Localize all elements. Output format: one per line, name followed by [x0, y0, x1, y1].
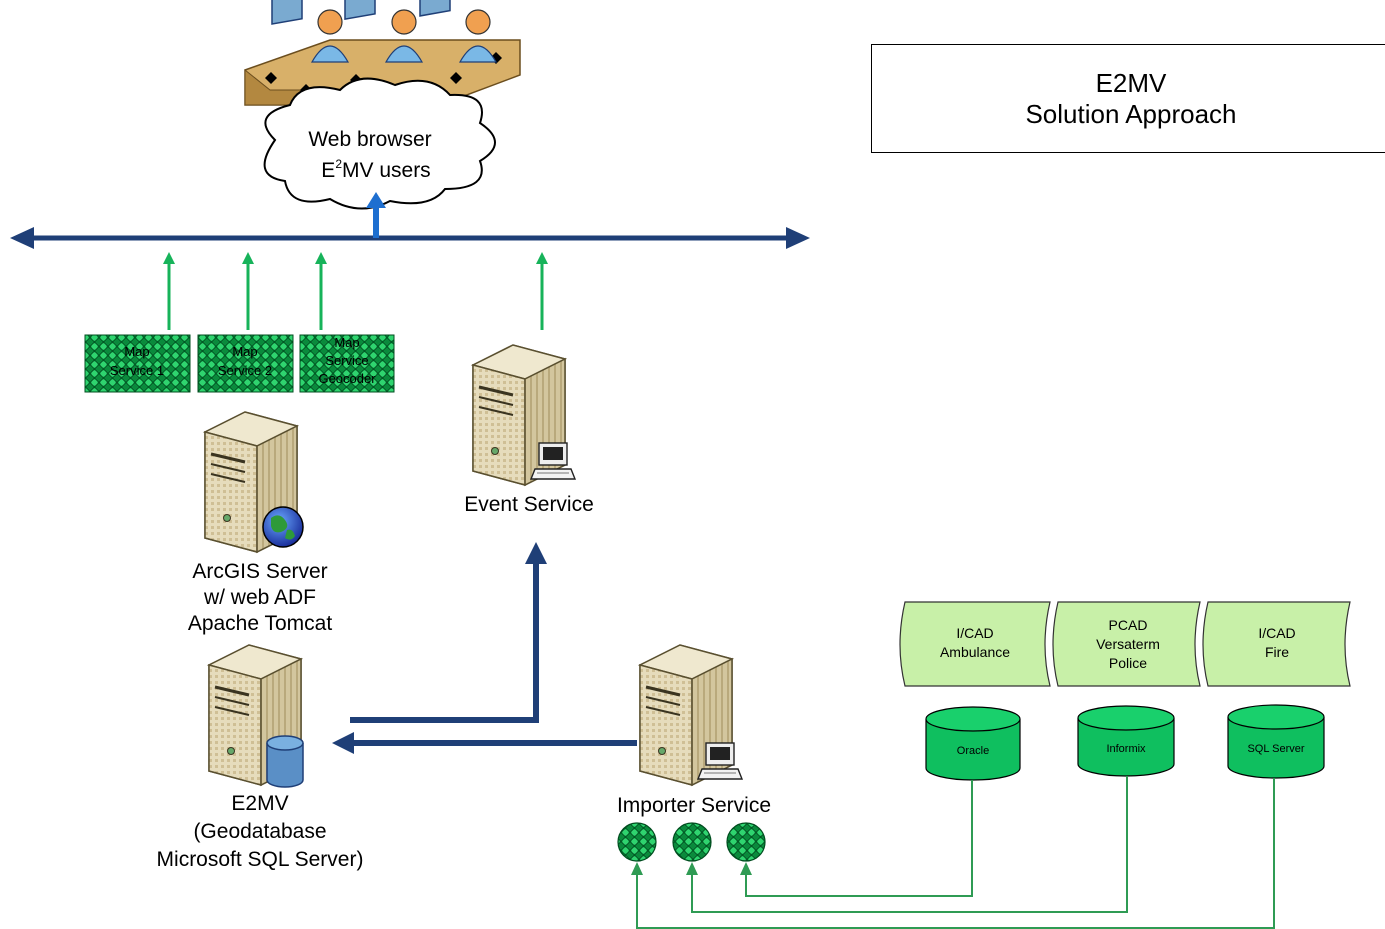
svg-text:I/CAD: I/CAD [956, 625, 993, 641]
e2mv-database-server-icon [207, 643, 304, 788]
svg-text:PCAD: PCAD [1109, 617, 1148, 633]
oracle-database-icon: Oracle [925, 706, 1021, 781]
cad-ambulance: I/CAD Ambulance [899, 601, 1051, 687]
svg-text:Police: Police [1109, 655, 1147, 671]
database-import-links [636, 776, 1275, 929]
e2mv-label-line-2: (Geodatabase [193, 820, 326, 843]
e2mv-label-line-1: E2MV [231, 792, 288, 815]
cloud-label-line-2: E2MV users [321, 157, 430, 182]
svg-text:Map: Map [232, 344, 257, 359]
web-browser-users-cloud [263, 77, 496, 210]
service-connection-arrows [163, 252, 548, 330]
arcgis-label-line-3: Apache Tomcat [188, 612, 333, 635]
map-service-2: Map Service 2 [197, 334, 294, 393]
svg-text:Ambulance: Ambulance [940, 644, 1010, 660]
title-line-2: Solution Approach [1025, 98, 1237, 129]
svg-text:Service: Service [325, 353, 368, 368]
svg-text:Map: Map [334, 335, 359, 350]
svg-text:I/CAD: I/CAD [1258, 625, 1295, 641]
svg-text:Map: Map [124, 344, 149, 359]
svg-text:Geocoder: Geocoder [318, 371, 376, 386]
svg-text:Fire: Fire [1265, 644, 1289, 660]
event-service-server-icon [471, 343, 576, 487]
arcgis-server-icon [203, 410, 304, 554]
svg-text:Oracle: Oracle [957, 745, 989, 757]
cad-police: PCAD Versaterm Police [1052, 601, 1201, 687]
title-line-1: E2MV [1095, 67, 1167, 98]
cad-fire: I/CAD Fire [1202, 601, 1351, 687]
svg-text:Versaterm: Versaterm [1096, 636, 1160, 652]
arcgis-label-line-2: w/ web ADF [203, 586, 316, 609]
sql-server-database-icon: SQL Server [1227, 704, 1325, 779]
e2mv-label-line-3: Microsoft SQL Server) [157, 848, 364, 871]
cloud-label-line-1: Web browser [308, 128, 431, 151]
map-service-1: Map Service 1 [84, 334, 191, 393]
map-service-geocoder: Map Service Geocoder [299, 334, 395, 393]
event-service-label: Event Service [464, 493, 594, 516]
importer-service-label: Importer Service [617, 794, 771, 817]
importer-input-nodes [617, 822, 766, 862]
network-bus [10, 192, 810, 249]
data-flow-arrows [332, 542, 637, 754]
importer-service-server-icon [638, 643, 743, 787]
arcgis-label-line-1: ArcGIS Server [192, 560, 327, 583]
import-link-arrowheads [631, 862, 752, 875]
informix-database-icon: Informix [1077, 705, 1175, 777]
svg-text:SQL Server: SQL Server [1247, 743, 1304, 755]
svg-text:Informix: Informix [1106, 743, 1146, 755]
title-box: E2MV Solution Approach [871, 44, 1385, 153]
svg-text:Service 2: Service 2 [218, 363, 272, 378]
svg-text:Service 1: Service 1 [110, 363, 164, 378]
